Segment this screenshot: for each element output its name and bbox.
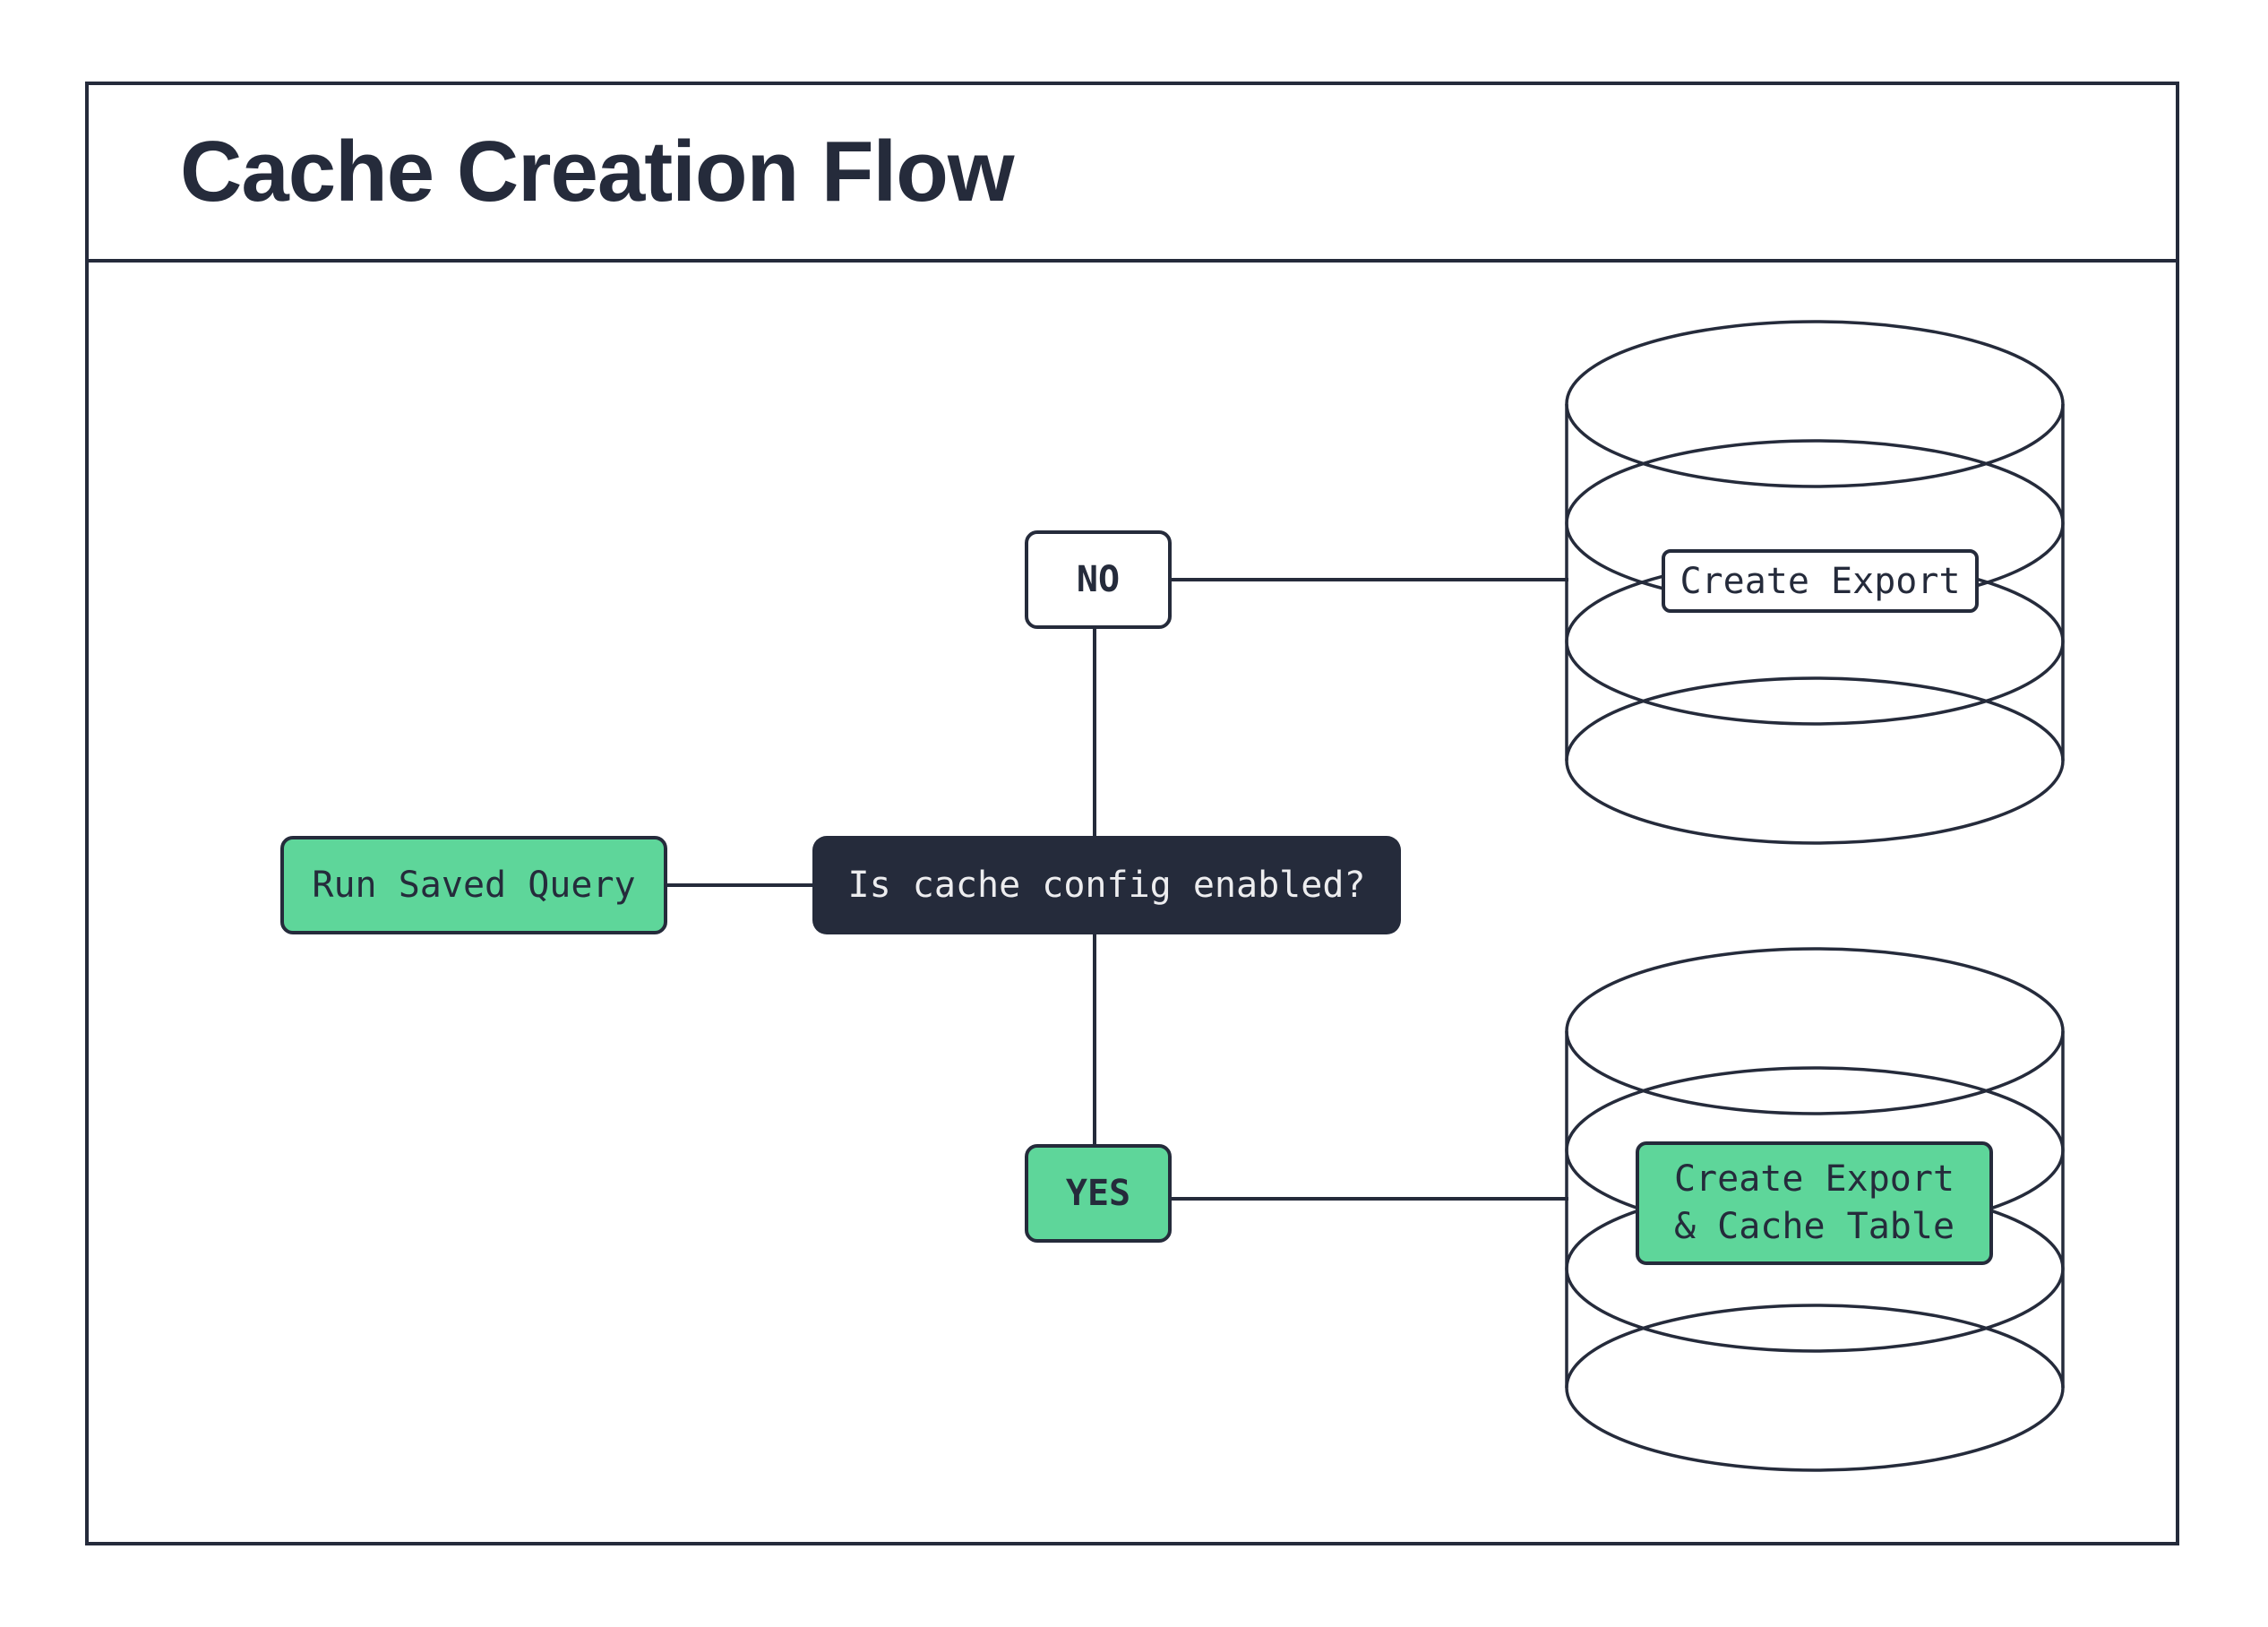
node-run-saved-query-label: Run Saved Query [312, 865, 636, 906]
node-cache-config-decision-label: Is cache config enabled? [847, 865, 1366, 906]
node-create-export-cache-table: Create Export & Cache Table [1636, 1141, 1993, 1265]
page-title: Cache Creation Flow [180, 124, 1014, 220]
node-create-export-cache-table-line1: Create Export [1673, 1158, 1955, 1200]
node-branch-yes-label: YES [1065, 1173, 1131, 1214]
node-cache-config-decision: Is cache config enabled? [812, 836, 1401, 934]
node-create-export: Create Export [1662, 549, 1979, 613]
node-create-export-cache-table-line2: & Cache Table [1673, 1206, 1955, 1247]
cylinder-disk [1565, 947, 2065, 1115]
title-band: Cache Creation Flow [89, 85, 2176, 263]
database-cylinder-bottom [1565, 947, 2065, 1472]
flow-connectors [667, 578, 1568, 1201]
node-create-export-label: Create Export [1680, 560, 1961, 602]
node-branch-no: NO [1025, 530, 1172, 629]
cylinder-disk [1565, 1304, 2065, 1472]
cylinder-disk [1565, 676, 2065, 845]
node-branch-yes: YES [1025, 1144, 1172, 1243]
node-branch-no-label: NO [1076, 559, 1121, 600]
cylinder-disk [1565, 320, 2065, 488]
node-run-saved-query: Run Saved Query [280, 836, 667, 934]
diagram-frame: Cache Creation Flow [85, 82, 2179, 1545]
